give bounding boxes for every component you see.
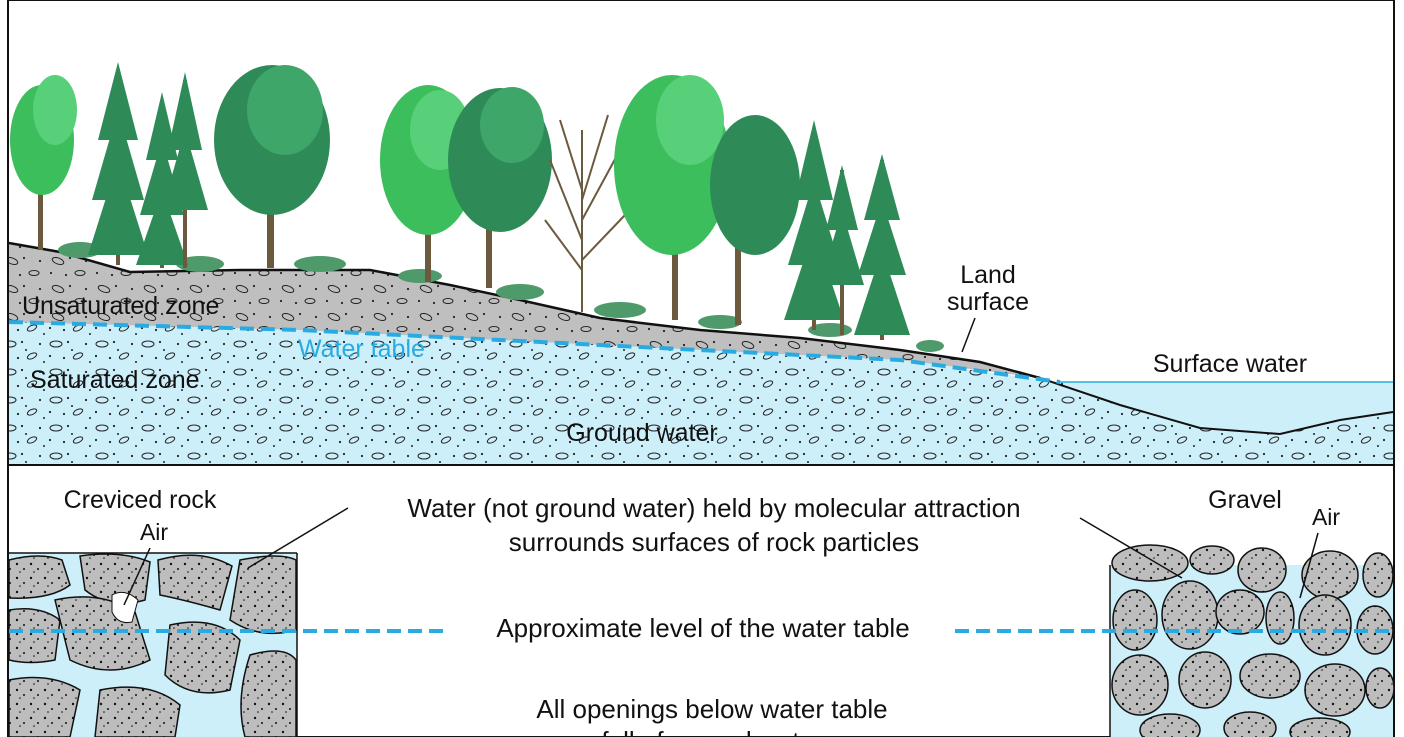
label-water-table: Water table xyxy=(298,335,425,363)
label-openings-1: All openings below water table xyxy=(536,694,887,724)
molecular-leader-left xyxy=(247,507,349,569)
label-land-surface-1: Land xyxy=(960,261,1016,289)
tree-conifer-1 xyxy=(88,62,148,265)
tree-bare xyxy=(544,114,626,312)
tree-conifer-6 xyxy=(854,154,910,340)
label-approx-water-table: Approximate level of the water table xyxy=(496,613,909,643)
tree-deciduous-2 xyxy=(214,65,330,268)
label-openings-2: full of ground water xyxy=(601,726,822,737)
label-air-left: Air xyxy=(140,519,168,545)
tree-conifer-5 xyxy=(820,165,864,335)
label-gravel: Gravel xyxy=(1208,486,1282,514)
label-molecular-1: Water (not ground water) held by molecul… xyxy=(407,493,1020,523)
label-creviced-rock: Creviced rock xyxy=(64,486,217,514)
creviced-rock-block xyxy=(8,552,298,737)
diagram-frame xyxy=(7,0,1395,737)
unsaturated-zone-area xyxy=(9,243,1040,378)
label-air-right: Air xyxy=(1312,504,1340,530)
air-leader-left xyxy=(123,547,151,606)
label-land-surface-2: surface xyxy=(947,288,1029,316)
tree-deciduous-4 xyxy=(448,87,552,288)
tree-deciduous-3 xyxy=(380,85,476,282)
surface-water-body xyxy=(1060,382,1393,434)
molecular-leader-right xyxy=(1079,517,1183,579)
label-ground-water: Ground water xyxy=(566,419,717,447)
label-saturated-zone: Saturated zone xyxy=(30,366,200,394)
saturated-zone-area xyxy=(9,322,1393,464)
forest xyxy=(10,62,910,340)
tree-conifer-4 xyxy=(784,120,844,330)
tree-deciduous-6 xyxy=(710,115,800,325)
tree-conifer-3 xyxy=(162,72,208,268)
tree-deciduous-5 xyxy=(614,75,730,320)
label-molecular-2: surrounds surfaces of rock particles xyxy=(509,527,919,557)
label-surface-water: Surface water xyxy=(1153,350,1307,378)
water-table-line xyxy=(8,320,1061,384)
gravel-block xyxy=(1109,544,1395,737)
air-leader-right xyxy=(1299,532,1319,599)
tree-deciduous-1 xyxy=(10,75,77,250)
label-unsaturated-zone: Unsaturated zone xyxy=(22,292,219,320)
stream-bed-line xyxy=(1039,377,1394,436)
land-surface-leader xyxy=(961,317,976,353)
